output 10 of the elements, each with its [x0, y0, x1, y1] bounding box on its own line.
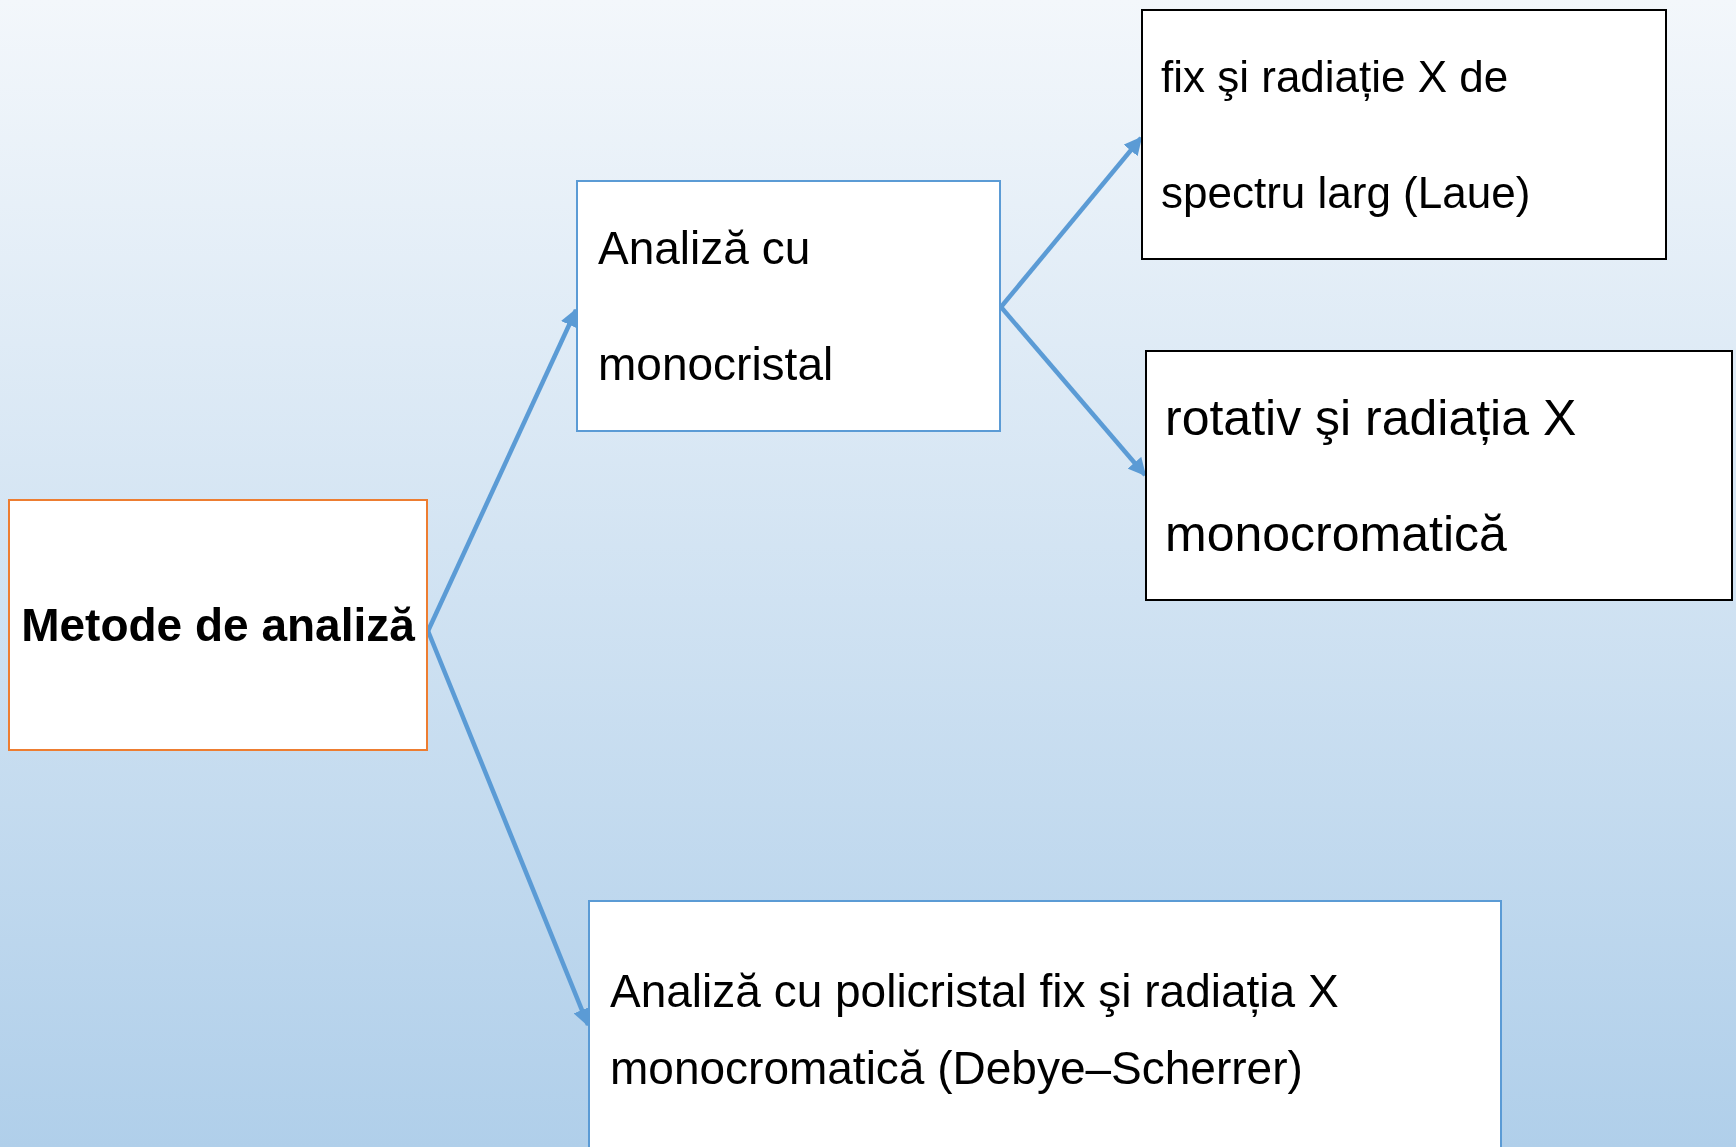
node-label: rotativ şi radiația X monocromatică [1165, 388, 1578, 564]
node-label: Metode de analiză [20, 598, 416, 653]
process-box [576, 180, 1001, 432]
node-label: Analiză cu policristal fix şi radiația X monocromatică (Debye–Scherrer) [610, 964, 1340, 1096]
process-box [8, 499, 428, 751]
process-box [588, 900, 1502, 1147]
node-label: Analiză cu monocristal [598, 221, 835, 392]
process-box [1141, 9, 1667, 260]
process-box [1145, 350, 1733, 601]
node-label: fix şi radiație X de spectru larg (Laue) [1161, 50, 1532, 219]
